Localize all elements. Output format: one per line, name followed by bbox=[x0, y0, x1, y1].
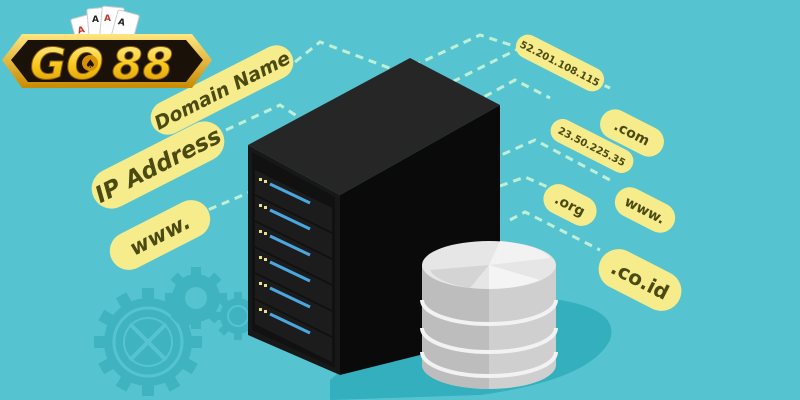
svg-text:A: A bbox=[77, 25, 86, 36]
drive-bay-4 bbox=[255, 248, 332, 310]
svg-text:♠: ♠ bbox=[85, 57, 96, 71]
drive-bay-6 bbox=[255, 300, 332, 362]
label-org: .org bbox=[543, 184, 597, 226]
drive-bay-2 bbox=[255, 196, 332, 258]
drive-bay-1 bbox=[255, 170, 332, 232]
go88-logo: A A A A GO ♠ 88 bbox=[2, 5, 212, 91]
svg-text:A: A bbox=[104, 14, 111, 24]
svg-text:A: A bbox=[92, 15, 99, 25]
svg-text:A: A bbox=[117, 17, 126, 28]
drive-bay-3 bbox=[255, 222, 332, 284]
logo-text-88: 88 bbox=[112, 39, 173, 90]
spade-icon bbox=[82, 55, 98, 71]
server-drive-bays bbox=[255, 170, 332, 362]
label-com: .com bbox=[600, 109, 664, 157]
drive-bay-5 bbox=[255, 274, 332, 336]
database-icon bbox=[420, 241, 558, 389]
